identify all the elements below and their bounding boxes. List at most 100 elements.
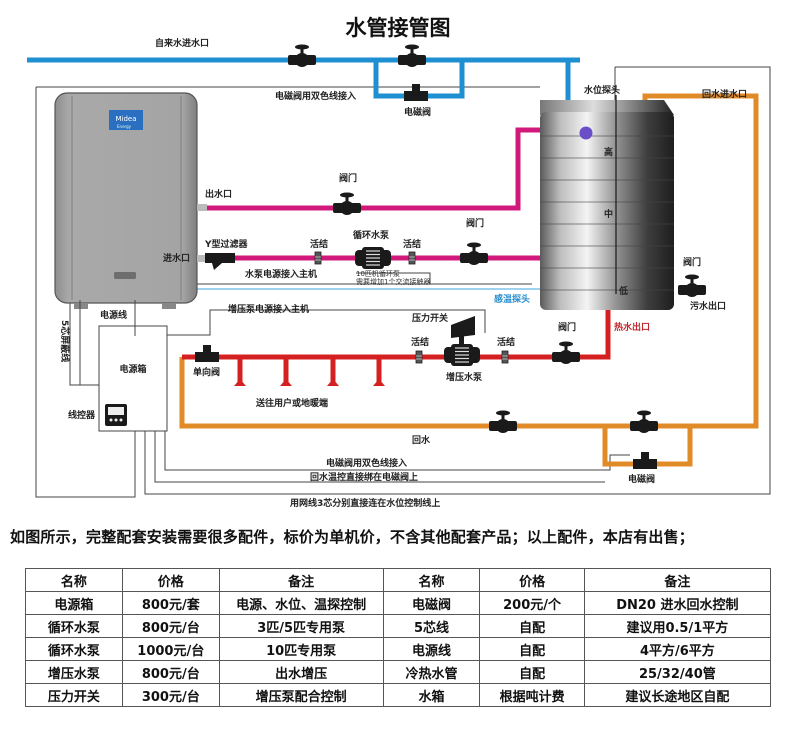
label-booster-pump: 增压水泵: [446, 371, 483, 383]
union-icon: [314, 251, 322, 265]
y-filter-icon: [205, 253, 235, 270]
cell: DN20 进水回水控制: [583, 591, 772, 615]
label-power-cable: 电源线: [100, 309, 127, 321]
circulation-pump-icon: [354, 246, 392, 270]
label-level-high: 高: [604, 146, 613, 158]
cell: 自配: [479, 660, 585, 684]
label-return-temp-control: 回水温控直接绑在电磁阀上: [310, 471, 418, 483]
header-name: 名称: [25, 568, 123, 592]
label-inlet: 进水口: [163, 252, 190, 264]
label-solenoid-valve-bottom: 电磁阀: [628, 473, 655, 485]
check-valve-icon: [195, 345, 219, 362]
label-pressure-switch: 压力开关: [412, 312, 448, 324]
label-pump-note-2: 需要增加1个交流接触器: [356, 277, 430, 286]
cell: 1000元/台: [121, 637, 220, 661]
label-y-filter: Y型过滤器: [204, 238, 249, 250]
cell: 循环水泵: [25, 614, 123, 638]
union-icon: [501, 350, 509, 364]
cell: 自配: [479, 614, 585, 638]
cell: 10匹专用泵: [218, 637, 384, 661]
diagram-title: 水管接管图: [346, 16, 451, 40]
table-header-row: 名称 价格 备注 名称 价格 备注: [25, 568, 772, 592]
label-tap-water-inlet: 自来水进水口: [155, 37, 209, 49]
label-to-users: 送往用户或地暖端: [255, 397, 328, 409]
water-level-probe-icon: [579, 126, 593, 140]
label-level-low: 低: [618, 285, 628, 297]
unit-display: [114, 272, 136, 279]
label-solenoid-wire-top: 电磁阀用双色线接入: [275, 90, 356, 102]
cell: 循环水泵: [25, 637, 123, 661]
label-circulation-pump: 循环水泵: [353, 229, 390, 241]
cell: 冷热水管: [382, 660, 481, 684]
header-price: 价格: [121, 568, 220, 592]
label-water-level-probe: 水位探头: [584, 84, 620, 96]
label-union-3: 活结: [411, 336, 429, 348]
cell: 4平方/6平方: [583, 637, 772, 661]
cell: 800元/套: [121, 591, 220, 615]
supply-pipe: [182, 288, 611, 383]
cell: 增压泵配合控制: [218, 683, 384, 707]
label-three-core-note: 用网线3芯分别直接连在水位控制线上: [289, 497, 440, 509]
supply-valve-icon: [552, 341, 580, 364]
label-level-mid: 中: [604, 208, 613, 220]
plumbing-diagram: 水管接管图: [27, 16, 771, 509]
label-hot-water-outlet: 热水出口: [614, 321, 650, 333]
label-valve-2: 阀门: [466, 217, 484, 229]
union-icon: [415, 350, 423, 364]
note-text: 如图所示，完整配套安装需要很多配件，标价为单机价，不含其他配套产品；以上配件，本…: [10, 528, 695, 546]
cell: 300元/台: [121, 683, 220, 707]
cell: 200元/个: [479, 591, 585, 615]
cell: 800元/台: [121, 660, 220, 684]
pressure-switch-icon: [451, 316, 475, 344]
label-booster-power: 增压泵电源接入主机: [228, 303, 309, 315]
cell: 3匹/5匹专用泵: [218, 614, 384, 638]
power-box-label: 电源箱: [119, 363, 146, 375]
brand-logo: [109, 110, 143, 130]
return-valve-2-icon: [630, 410, 658, 433]
label-outlet: 出水口: [205, 188, 232, 200]
label-drain-outlet: 污水出口: [690, 300, 726, 312]
header-price-2: 价格: [479, 568, 585, 592]
label-valve-1: 阀门: [339, 172, 357, 184]
label-union-4: 活结: [497, 336, 515, 348]
label-union-2: 活结: [403, 238, 421, 250]
cell: 电源、水位、温探控制: [218, 591, 384, 615]
label-valve-drain: 阀门: [683, 256, 701, 268]
label-solenoid-valve-top: 电磁阀: [404, 106, 431, 118]
cell: 压力开关: [25, 683, 123, 707]
cell: 电源箱: [25, 591, 123, 615]
inlet-valve-icon: [288, 44, 316, 67]
power-box: 电源箱: [79, 300, 168, 432]
inlet-line-valve-icon: [460, 242, 488, 265]
header-name-2: 名称: [382, 568, 481, 592]
booster-pump-icon: [443, 343, 481, 367]
cell: 5芯线: [382, 614, 481, 638]
cell: 电磁阀: [382, 591, 481, 615]
label-check-valve: 单向阀: [193, 366, 220, 378]
label-solenoid-wire-bottom: 电磁阀用双色线接入: [326, 457, 407, 469]
cell: 根据吨计费: [479, 683, 585, 707]
label-return-water: 回水: [412, 434, 431, 446]
cell: 800元/台: [121, 614, 220, 638]
label-five-core-shielded: 5芯屏蔽线: [59, 320, 71, 362]
union-icon: [408, 251, 416, 265]
bypass-valve-icon: [398, 44, 426, 67]
cell: 水箱: [382, 683, 481, 707]
cell: 电源线: [382, 637, 481, 661]
water-tank: [540, 95, 674, 310]
brand-sub: Energy: [117, 124, 132, 129]
wire-controller-icon: [105, 404, 127, 426]
label-return-inlet: 回水进水口: [702, 88, 747, 100]
cell: 自配: [479, 637, 585, 661]
cell: 出水增压: [218, 660, 384, 684]
label-valve-supply: 阀门: [558, 321, 576, 333]
return-valve-icon: [489, 410, 517, 433]
brand-name: Midea: [115, 115, 136, 123]
label-wire-controller: 线控器: [68, 409, 96, 421]
